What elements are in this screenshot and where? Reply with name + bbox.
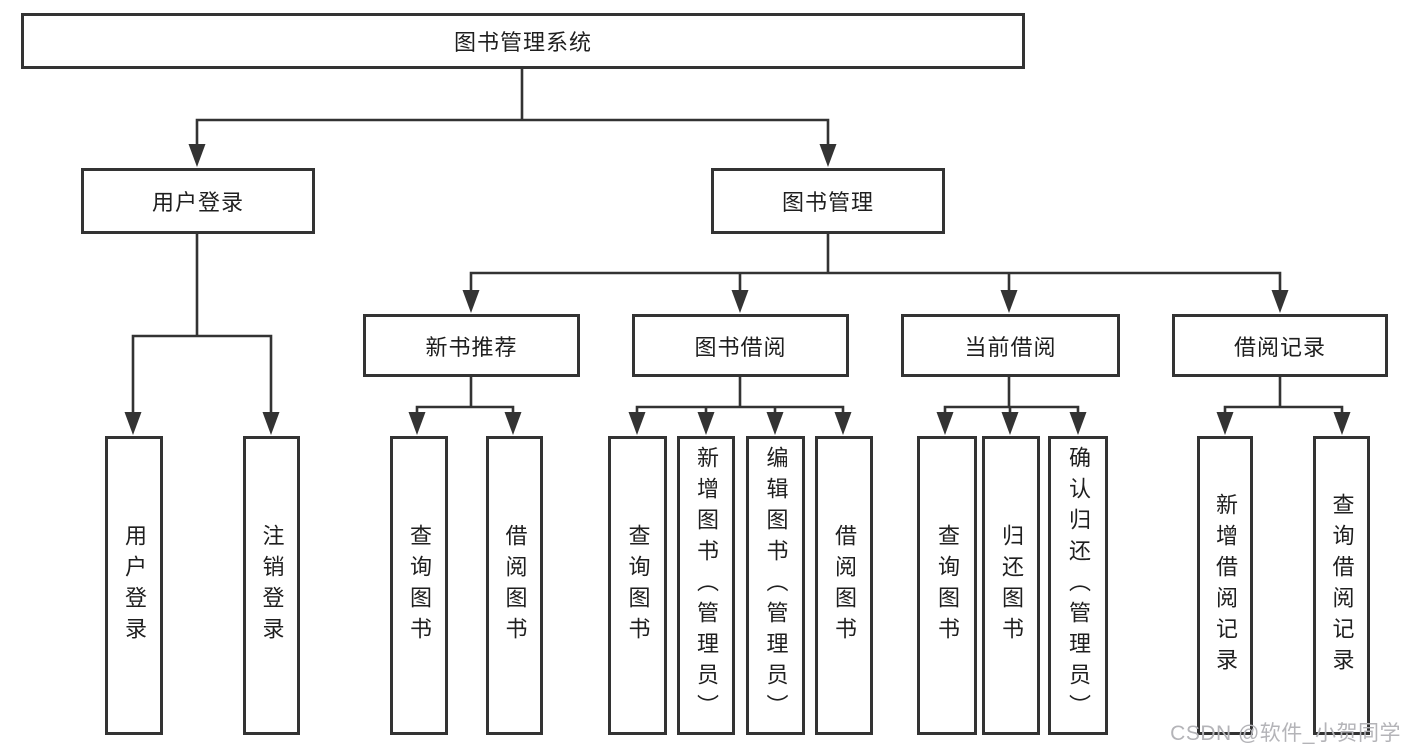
leaf-borrow-borrow-books: 借阅图书: [815, 436, 873, 735]
leaf-logout: 注销登录: [243, 436, 300, 735]
leaf-current-query-books: 查询图书: [917, 436, 977, 735]
leaf-borrow-edit-books-admin: 编辑图书（管理员）: [746, 436, 805, 735]
watermark: CSDN @软件_小贺同学: [1170, 722, 1401, 745]
leaf-label: 查询借阅记录: [1329, 492, 1355, 679]
leaf-label: 新增图书（管理员）: [694, 446, 719, 725]
leaf-label: 归还图书: [999, 523, 1024, 648]
node-borrowing-records: 借阅记录: [1172, 314, 1388, 377]
leaf-label: 注销登录: [259, 523, 285, 648]
leaf-label: 借阅图书: [832, 523, 857, 648]
node-book-management: 图书管理: [711, 168, 945, 234]
leaf-label: 查询图书: [935, 523, 960, 648]
leaf-label: 新增借阅记录: [1213, 492, 1238, 679]
node-library-system: 图书管理系统: [21, 13, 1025, 69]
leaf-user-login: 用户登录: [105, 436, 163, 735]
leaf-borrow-query-books: 查询图书: [608, 436, 667, 735]
leaf-label: 用户登录: [122, 523, 147, 648]
leaf-label: 查询图书: [625, 523, 651, 648]
leaf-records-query-record: 查询借阅记录: [1313, 436, 1370, 735]
leaf-label: 编辑图书（管理员）: [763, 446, 789, 725]
leaf-label: 确认归还（管理员）: [1066, 446, 1091, 725]
leaf-borrow-add-books-admin: 新增图书（管理员）: [677, 436, 735, 735]
leaf-label: 借阅图书: [502, 523, 528, 648]
node-current-borrowing: 当前借阅: [901, 314, 1120, 377]
leaf-label: 查询图书: [407, 523, 432, 648]
node-user-login: 用户登录: [81, 168, 315, 234]
leaf-current-return-books: 归还图书: [982, 436, 1040, 735]
node-new-book-recommendation: 新书推荐: [363, 314, 580, 377]
leaf-records-add-record: 新增借阅记录: [1197, 436, 1253, 735]
leaf-newbook-borrow-books: 借阅图书: [486, 436, 543, 735]
leaf-newbook-query-books: 查询图书: [390, 436, 448, 735]
leaf-current-confirm-return-admin: 确认归还（管理员）: [1048, 436, 1108, 735]
node-book-borrowing: 图书借阅: [632, 314, 849, 377]
